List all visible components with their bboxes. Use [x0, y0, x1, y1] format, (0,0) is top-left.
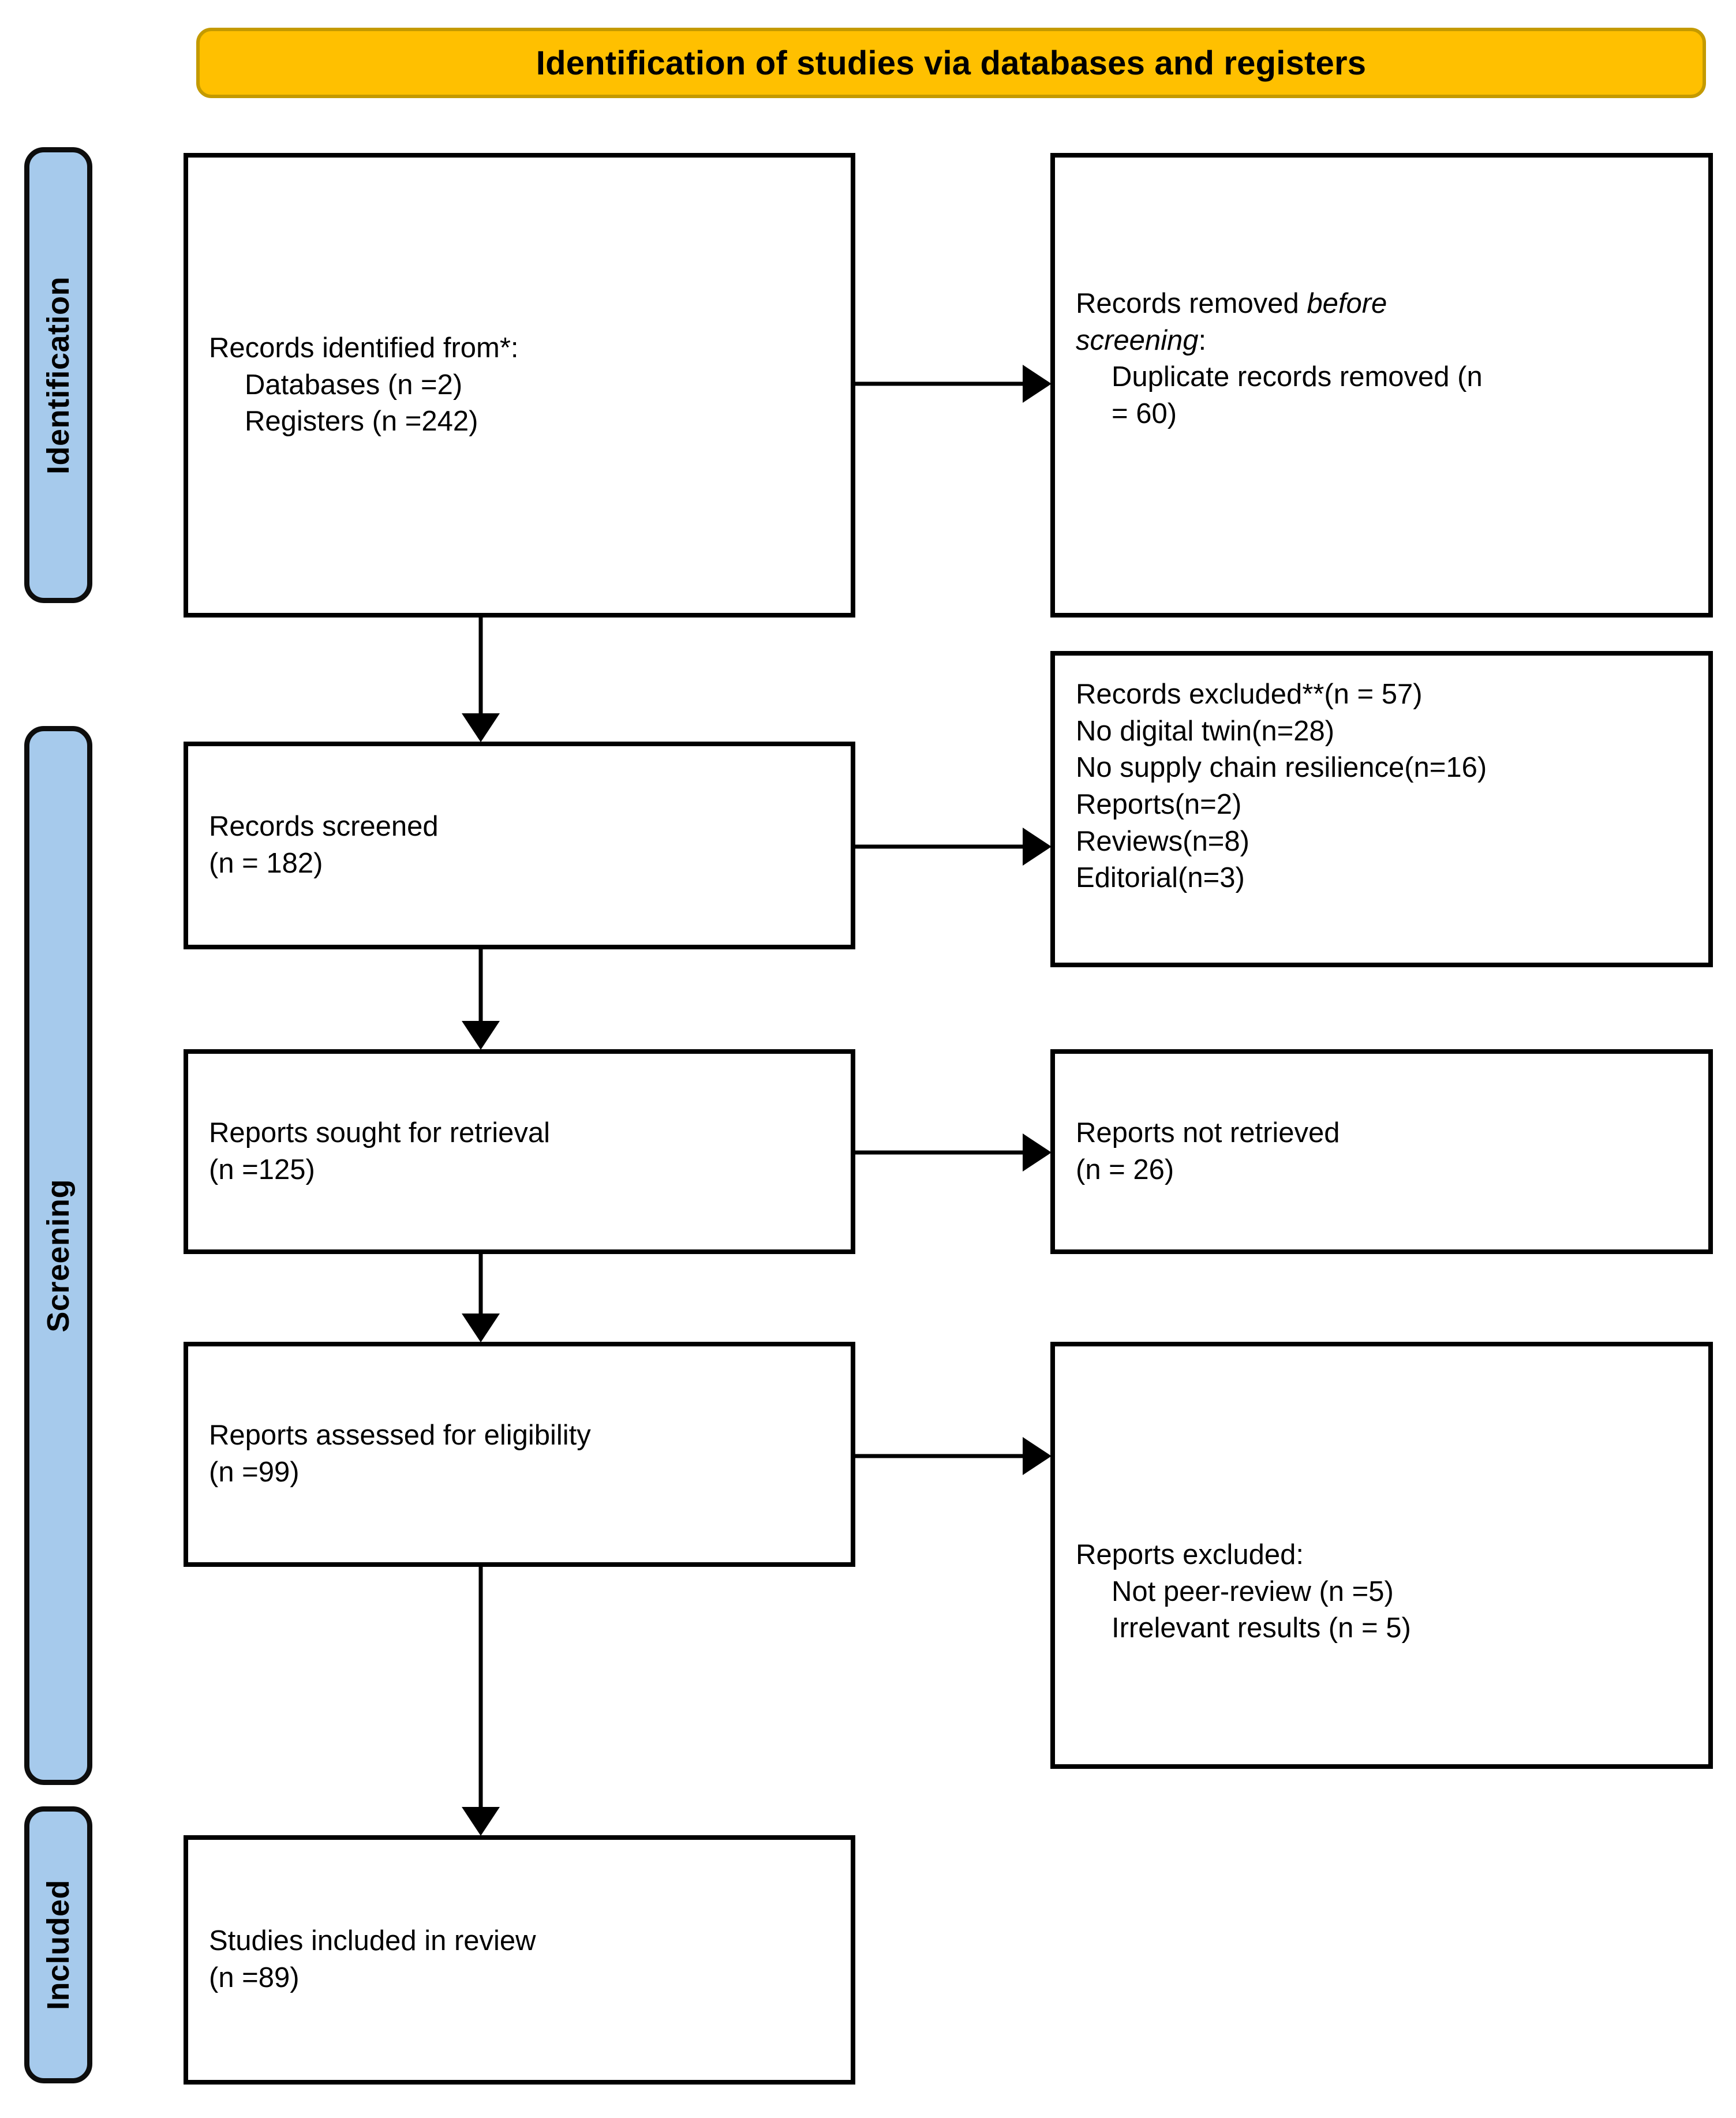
arrow-head-down-icon	[462, 1314, 500, 1342]
stage-label-screening-text: Screening	[41, 1178, 76, 1333]
node-records-excluded: Records excluded**(n = 57) No digital tw…	[1050, 651, 1713, 967]
stage-label-identification-text: Identification	[41, 276, 76, 474]
node-line: (n =89)	[209, 1962, 300, 1993]
node-reports-assessed: Reports assessed for eligibility (n =99)	[184, 1342, 855, 1567]
node-line: Reviews(n=8)	[1076, 825, 1249, 857]
arrow-head-right-icon	[1023, 365, 1052, 403]
arrow-screened-to-sought	[462, 949, 500, 1050]
node-line: (n =125)	[209, 1154, 315, 1185]
arrow-shaft	[478, 1567, 483, 1808]
arrow-shaft	[478, 949, 483, 1022]
arrow-shaft	[478, 618, 483, 714]
node-line: (n = 182)	[209, 848, 323, 879]
arrow-shaft	[855, 381, 1024, 386]
arrow-identified-to-removed	[855, 364, 1052, 404]
arrow-assessed-to-reports-excluded	[855, 1436, 1052, 1476]
arrow-screened-to-records-excluded	[855, 826, 1052, 867]
node-line: (n =99)	[209, 1457, 300, 1488]
node-line: (n = 26)	[1076, 1154, 1174, 1185]
stage-label-included-text: Included	[41, 1879, 76, 2010]
node-line: Reports not retrieved	[1076, 1117, 1340, 1148]
stage-label-identification: Identification	[24, 147, 92, 603]
page-title: Identification of studies via databases …	[536, 44, 1367, 82]
node-studies-included: Studies included in review (n =89)	[184, 1835, 855, 2085]
arrow-head-down-icon	[462, 713, 500, 742]
stage-label-screening: Screening	[24, 726, 92, 1785]
arrow-assessed-to-included	[462, 1567, 500, 1836]
node-line: Reports(n=2)	[1076, 789, 1242, 821]
node-line: Reports excluded:	[1076, 1539, 1304, 1570]
arrow-identified-to-screened	[462, 618, 500, 742]
node-line: No digital twin(n=28)	[1076, 715, 1335, 747]
arrow-sought-to-not-retrieved	[855, 1132, 1052, 1173]
node-text-suffix: :	[1198, 324, 1207, 356]
arrow-head-down-icon	[462, 1021, 500, 1050]
node-line: Reports sought for retrieval	[209, 1117, 550, 1148]
arrow-head-down-icon	[462, 1807, 500, 1836]
node-records-screened: Records screened (n = 182)	[184, 742, 855, 949]
node-line: No supply chain resilience(n=16)	[1076, 752, 1487, 784]
arrow-shaft	[855, 1454, 1024, 1458]
diagram-banner: Identification of studies via databases …	[196, 28, 1706, 98]
node-line: Registers (n =242)	[245, 406, 478, 437]
arrow-shaft	[478, 1254, 483, 1315]
arrow-sought-to-assessed	[462, 1254, 500, 1342]
node-line: = 60)	[1112, 398, 1177, 430]
node-line: screening:	[1076, 323, 1688, 360]
node-records-removed: Records removed before screening: Duplic…	[1050, 153, 1713, 618]
node-line: Not peer-review (n =5)	[1112, 1576, 1394, 1607]
node-line: Irrelevant results (n = 5)	[1112, 1612, 1411, 1644]
node-line: Records removed before	[1076, 286, 1688, 323]
stage-label-included: Included	[24, 1806, 92, 2083]
arrow-head-right-icon	[1023, 1437, 1052, 1475]
node-reports-sought: Reports sought for retrieval (n =125)	[184, 1049, 855, 1254]
arrow-head-right-icon	[1023, 1133, 1052, 1172]
node-line: Editorial(n=3)	[1076, 862, 1245, 894]
node-text-italic: before	[1307, 288, 1387, 319]
arrow-head-right-icon	[1023, 828, 1052, 866]
node-text-italic: screening	[1076, 324, 1199, 356]
node-reports-not-retrieved: Reports not retrieved (n = 26)	[1050, 1049, 1713, 1254]
node-reports-excluded: Reports excluded: Not peer-review (n =5)…	[1050, 1342, 1713, 1769]
node-line: Duplicate records removed (n	[1112, 361, 1483, 393]
arrow-shaft	[855, 1150, 1024, 1155]
arrow-shaft	[855, 844, 1024, 849]
node-line: Databases (n =2)	[245, 369, 463, 401]
node-line: Records excluded**(n = 57)	[1076, 679, 1423, 710]
node-line: Studies included in review	[209, 1925, 536, 1957]
node-line: Records screened	[209, 811, 439, 843]
node-line: Reports assessed for eligibility	[209, 1420, 591, 1451]
node-text-prefix: Records removed	[1076, 288, 1307, 319]
node-records-identified: Records identified from*: Databases (n =…	[184, 153, 855, 618]
node-line: Records identified from*:	[209, 332, 519, 364]
